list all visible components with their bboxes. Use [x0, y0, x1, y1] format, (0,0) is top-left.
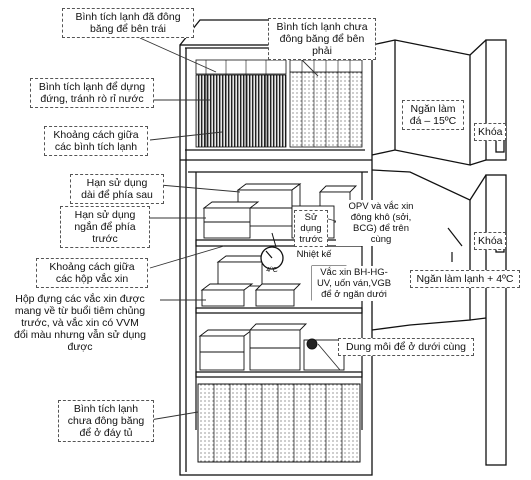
label-diluent-bottom: Dung môi để ở dưới cùng: [338, 338, 474, 356]
label-unfrozen-packs-right: Bình tích lạnh chưa đông băng để bên phả…: [268, 18, 376, 60]
label-spacing-between-boxes: Khoảng cách giữa các hộp vắc xin: [36, 258, 148, 288]
label-thermometer: Nhiệt kế: [290, 248, 338, 261]
label-spacing-between-packs: Khoảng cách giữa các bình tích lạnh: [44, 126, 148, 156]
bottom-drawer-packs: [197, 383, 361, 463]
label-short-expiry-front: Hạn sử dụng ngắn để phía trước: [60, 206, 150, 248]
vaccine-boxes-lower: [198, 323, 345, 371]
label-returned-vaccine-boxes: Hộp đựng các vắc xin được mang về từ buổ…: [0, 292, 160, 354]
freezer-packs-left: [195, 59, 287, 148]
label-lock-top: Khóa: [474, 123, 506, 141]
label-bottom-unfrozen-packs: Bình tích lạnh chưa đông băng để ở đáy t…: [58, 400, 154, 442]
label-long-expiry-back: Hạn sử dụng dài để phía sau: [70, 174, 164, 204]
label-lock-bottom: Khóa: [474, 232, 506, 250]
label-bhhg-vaccines: Vắc xin BH-HG- UV, uốn ván,VGB để ở ngăn…: [312, 266, 396, 301]
label-fridge-compartment: Ngăn làm lạnh + 4ºC: [410, 270, 520, 288]
label-upright-packs: Bình tích lạnh để dựng đứng, tránh rò rỉ…: [30, 78, 154, 108]
leader-lines: [139, 37, 351, 421]
label-opv-top-shelf: OPV và vắc xin đông khô (sởi, BCG) để tr…: [336, 200, 426, 246]
label-frozen-packs-left: Bình tích lạnh đã đông băng để bên trái: [62, 8, 194, 38]
freezer-packs-right: [289, 59, 363, 148]
thermometer-icon: [260, 232, 284, 270]
label-use-first-box: Sử dụng trước: [294, 210, 328, 247]
label-thermo-scale: 4ºC: [266, 267, 278, 274]
label-freezer-compartment: Ngăn làm đá – 15ºC: [402, 100, 464, 130]
vaccine-boxes-top: [202, 183, 358, 239]
